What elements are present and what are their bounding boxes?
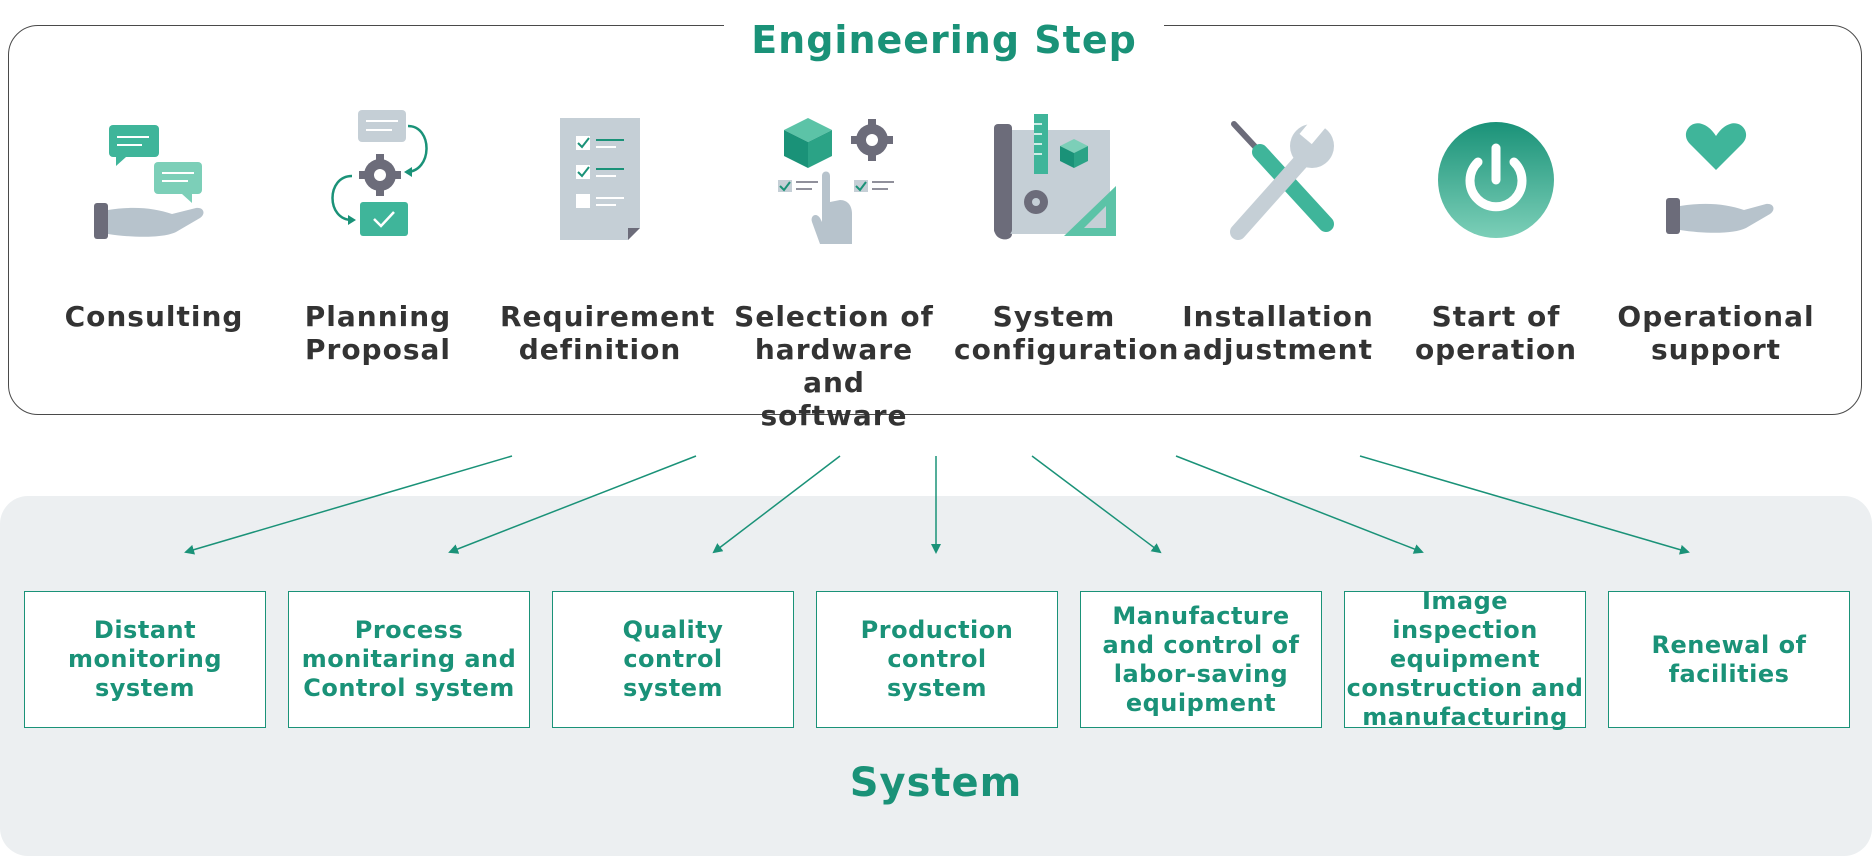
system-box-renewal: Renewal of facilities xyxy=(1608,591,1850,728)
checklist-icon xyxy=(560,118,640,240)
step-label: System configuration xyxy=(954,300,1180,366)
step-selection-hw-sw: Selection of hardware and software xyxy=(734,110,934,432)
step-label: Operational support xyxy=(1617,300,1815,366)
system-box-distant-monitoring: Distant monitoring system xyxy=(24,591,266,728)
system-box-quality-control: Quality control system xyxy=(552,591,794,728)
step-consulting: Consulting xyxy=(54,110,254,333)
system-box-image-inspection: Image inspection equipment construction … xyxy=(1344,587,1586,731)
system-label: Production control system xyxy=(860,616,1014,702)
system-box-process-monitoring: Process monitaring and Control system xyxy=(288,591,530,728)
system-label: Process monitaring and Control system xyxy=(301,616,517,702)
arrow-3 xyxy=(712,455,841,554)
step-label: Requirement definition xyxy=(500,300,716,366)
arrow-5 xyxy=(1031,455,1162,554)
consulting-icon xyxy=(94,125,204,239)
power-icon xyxy=(1438,122,1554,238)
system-label: Quality control system xyxy=(622,616,724,702)
step-label: Consulting xyxy=(64,300,244,333)
heart-hand-icon xyxy=(1666,123,1774,234)
system-label: Renewal of facilities xyxy=(1651,630,1807,688)
step-installation-adjustment: Installation adjustment xyxy=(1178,110,1378,366)
step-system-configuration: System configuration xyxy=(954,110,1180,366)
step-planning-proposal: Planning Proposal xyxy=(278,110,478,366)
system-label: Distant monitoring system xyxy=(67,616,223,702)
step-label: Start of operation xyxy=(1414,300,1578,366)
planning-icon xyxy=(331,110,428,236)
system-box-labor-saving: Manufacture and control of labor-saving … xyxy=(1080,591,1322,728)
step-label: Selection of hardware and software xyxy=(734,300,934,432)
arrow-7 xyxy=(1359,455,1690,555)
step-label: Planning Proposal xyxy=(304,300,452,366)
step-label: Installation adjustment xyxy=(1182,300,1374,366)
engineering-step-panel: Engineering Step xyxy=(8,18,1862,415)
arrow-2 xyxy=(448,455,697,554)
system-title: System xyxy=(849,760,1023,806)
system-label: Manufacture and control of labor-saving … xyxy=(1102,601,1300,717)
arrow-6 xyxy=(1175,455,1424,554)
selection-icon xyxy=(778,118,894,244)
step-requirement-definition: Requirement definition xyxy=(500,110,716,366)
system-box-production-control: Production control system xyxy=(816,591,1058,728)
step-operational-support: Operational support xyxy=(1616,110,1816,366)
blueprint-icon xyxy=(994,114,1116,240)
engineering-step-title: Engineering Step xyxy=(724,18,1164,74)
system-label: Image inspection equipment construction … xyxy=(1346,587,1584,731)
step-start-of-operation: Start of operation xyxy=(1396,110,1596,366)
arrow-1 xyxy=(184,455,513,555)
tools-icon xyxy=(1230,113,1334,240)
